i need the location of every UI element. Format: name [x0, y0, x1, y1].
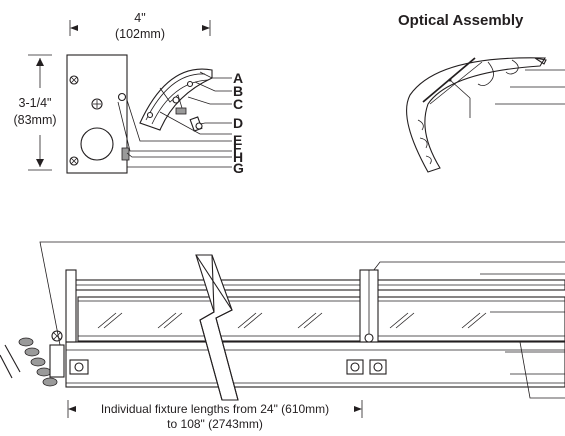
callout-leaders — [117, 71, 232, 168]
callout-h: H — [233, 149, 243, 165]
callout-f: F — [233, 140, 242, 156]
width-dimension: 4" (102mm) — [69, 11, 211, 41]
end-view: 4" (102mm) 3-1/4" (83mm) — [13, 11, 244, 176]
width-metric: (102mm) — [115, 27, 165, 41]
callout-d: D — [233, 115, 243, 131]
lens-panel — [77, 296, 565, 342]
mounting-plate — [66, 54, 130, 174]
side-elevation: Individual fixture lengths from 24" (610… — [0, 241, 565, 431]
flex-conduit — [0, 330, 65, 387]
callout-letters: A B C D E F H G — [233, 70, 244, 176]
width-imperial: 4" — [134, 11, 145, 25]
callout-b: B — [233, 83, 243, 99]
height-dimension: 3-1/4" (83mm) — [13, 54, 57, 171]
callout-e: E — [233, 132, 242, 148]
knockout-hole — [80, 127, 114, 161]
optical-assembly-title: Optical Assembly — [398, 12, 524, 29]
optical-assembly: Optical Assembly — [398, 12, 565, 173]
length-line-2: to 108" (2743mm) — [167, 417, 263, 431]
callout-c: C — [233, 96, 243, 112]
lens-housing — [139, 68, 213, 132]
screw-icon — [117, 92, 127, 102]
screw-icon — [364, 333, 374, 343]
end-bracket — [65, 269, 77, 343]
height-imperial: 3-1/4" — [19, 96, 52, 110]
length-dimension: Individual fixture lengths from 24" (610… — [67, 400, 363, 431]
length-line-1: Individual fixture lengths from 24" (610… — [101, 402, 329, 416]
callout-a: A — [233, 70, 243, 86]
callout-g: G — [233, 160, 244, 176]
base-channel — [65, 341, 565, 388]
height-metric: (83mm) — [13, 113, 56, 127]
